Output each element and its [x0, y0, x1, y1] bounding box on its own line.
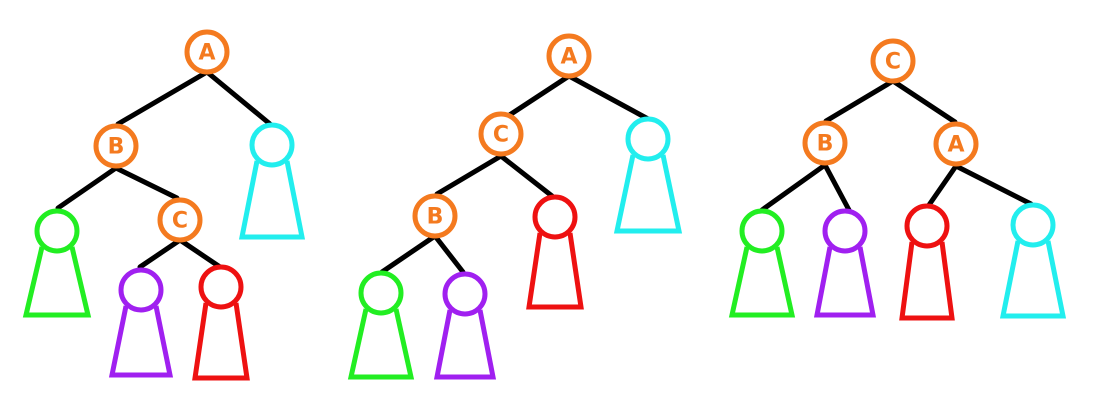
tree-1-subtree-purple-body	[108, 305, 174, 378]
tree-3-edge-0	[823, 78, 896, 124]
tree-1-subtree-green	[22, 208, 92, 318]
tree-3-edge-5	[953, 163, 1034, 207]
tree-3-subtree-red	[899, 203, 955, 321]
tree-1-node-A: A	[184, 29, 230, 75]
tree-2-subtree-red-body	[526, 232, 584, 310]
tree-3-node-A-label: A	[947, 133, 964, 158]
tree-3-edge-3	[822, 162, 852, 213]
tree-2-node-C-label: C	[493, 123, 509, 148]
tree-2-edge-5	[432, 233, 466, 275]
tree-1-subtree-red	[192, 264, 250, 381]
tree-2-node-A: A	[546, 33, 592, 79]
tree-3-subtree-purple-head	[822, 208, 868, 254]
tree-2-subtree-cyan	[613, 116, 683, 234]
tree-3-subtree-cyan-body	[999, 240, 1067, 319]
tree-3-edge-1	[890, 78, 958, 125]
tree-3-node-B: B	[802, 120, 848, 166]
tree-1-subtree-red-head	[198, 264, 244, 310]
tree-3-subtree-cyan-head	[1010, 202, 1056, 248]
tree-3-subtree-green-body	[728, 246, 796, 318]
tree-1-subtree-green-body	[22, 246, 92, 318]
tree-3-subtree-green	[728, 208, 796, 318]
tree-1-edge-4	[137, 237, 183, 270]
tree-3-subtree-red-body	[899, 241, 955, 321]
tree-2-subtree-cyan-head	[625, 116, 671, 162]
tree-2-node-B: B	[412, 193, 458, 239]
tree-3-node-B-label: B	[817, 132, 834, 157]
tree-2-subtree-red	[526, 194, 584, 310]
tree-2-subtree-purple	[433, 271, 497, 380]
tree-3-node-C-label: C	[885, 50, 901, 75]
tree-2-edge-2	[434, 153, 504, 197]
tree-1-node-A-label: A	[198, 41, 215, 66]
tree-2-edge-1	[566, 73, 653, 123]
tree-1-subtree-purple	[108, 267, 174, 378]
tree-1-subtree-cyan-body	[238, 160, 306, 240]
tree-1-node-B: B	[93, 123, 139, 169]
tree-3-node-A: A	[933, 121, 979, 167]
tree-1-edge-5	[177, 237, 223, 270]
tree-2-node-A-label: A	[560, 45, 577, 70]
tree-3-subtree-purple	[813, 208, 877, 318]
tree-2-edge-4	[379, 233, 438, 275]
tree-2-subtree-green	[347, 270, 415, 380]
tree-3-node-A-circle	[933, 121, 979, 167]
tree-1-node-C: C	[157, 197, 203, 243]
tree-2-edge-3	[498, 153, 555, 199]
tree-2-subtree-red-head	[532, 194, 578, 240]
tree-2-subtree-purple-body	[433, 309, 497, 380]
tree-1-node-A-circle	[184, 29, 230, 75]
tree-1-edge-3	[113, 165, 180, 201]
edges-layer	[55, 69, 1034, 275]
tree-1-subtree-red-body	[192, 302, 250, 381]
tree-1-subtree-green-head	[34, 208, 80, 254]
tree-3-node-C-circle	[870, 38, 916, 84]
tree-1-node-B-circle	[93, 123, 139, 169]
tree-1-subtree-cyan-head	[249, 122, 295, 168]
tree-1-node-C-label: C	[172, 209, 188, 234]
tree-1-node-B-label: B	[108, 135, 125, 160]
tree-1-subtree-cyan	[238, 122, 306, 240]
subtrees-layer	[22, 116, 1067, 381]
tree-2-edge-0	[505, 73, 572, 119]
tree-3-node-C: C	[870, 38, 916, 84]
tree-3-subtree-red-head	[904, 203, 950, 249]
tree-1-edge-2	[55, 165, 119, 211]
tree-2-subtree-green-body	[347, 308, 415, 380]
tree-2-node-B-circle	[412, 193, 458, 239]
tree-3-edge-2	[759, 162, 828, 213]
tree-2-subtree-green-head	[358, 270, 404, 316]
tree-3-subtree-purple-body	[813, 246, 877, 318]
tree-1-subtree-purple-head	[118, 267, 164, 313]
tree-3-edge-4	[926, 163, 959, 208]
tree-2-node-B-label: B	[427, 205, 444, 230]
tree-2-subtree-cyan-body	[613, 154, 683, 234]
tree-1-edge-0	[115, 69, 210, 127]
nodes-layer: A B C A C B C B A	[93, 29, 979, 243]
tree-3-node-B-circle	[802, 120, 848, 166]
tree-2-node-C: C	[478, 111, 524, 157]
tree-1-edge-1	[204, 69, 273, 127]
tree-3-subtree-cyan	[999, 202, 1067, 319]
tree-2-node-A-circle	[546, 33, 592, 79]
tree-3-subtree-green-head	[739, 208, 785, 254]
tree-2-subtree-purple-head	[442, 271, 488, 317]
tree-1-node-C-circle	[157, 197, 203, 243]
tree-2-node-C-circle	[478, 111, 524, 157]
